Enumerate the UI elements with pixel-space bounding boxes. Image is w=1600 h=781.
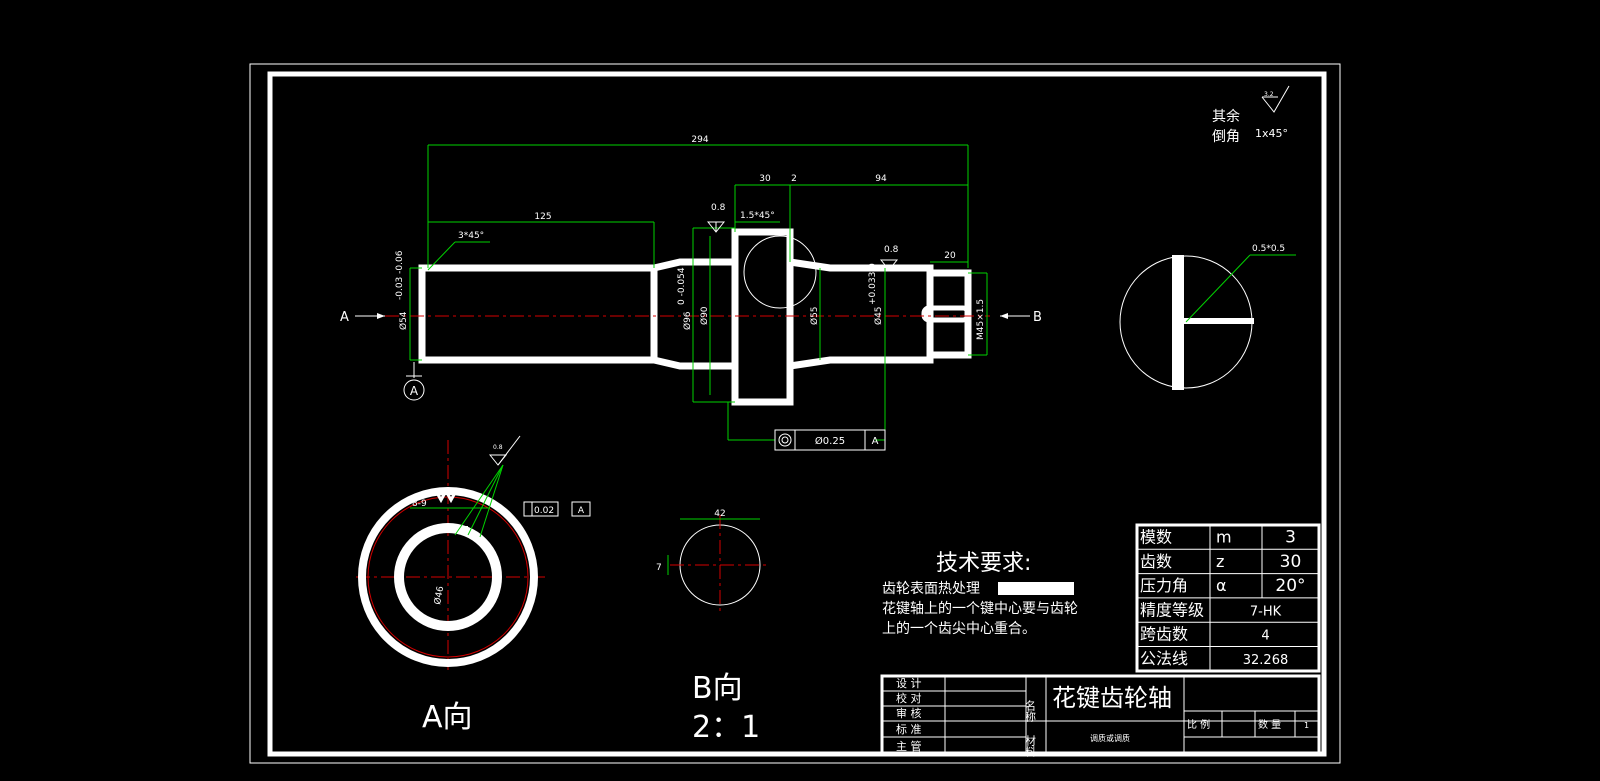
- tol-b-datum: A: [578, 506, 585, 516]
- gear-param-table: 模数 m 3 齿数 z 30 压力角 α 20° 精度等级 7-HK 跨齿数 4 公法线 32.268: [1135, 523, 1321, 673]
- view-b-title: B向: [692, 671, 743, 706]
- material-label: 材料: [1024, 734, 1037, 758]
- param-name: 跨齿数: [1140, 625, 1188, 644]
- dim-d96-tol: 0 -0.054: [677, 267, 687, 305]
- dim-gap: 2: [791, 174, 797, 184]
- roughness-2: 0.8: [884, 245, 899, 255]
- roughness-note: 其余 3.2 倒角 1x45°: [1212, 85, 1290, 145]
- view-b-scale: 2：1: [692, 710, 760, 745]
- param-symbol: α: [1216, 576, 1227, 595]
- shaft-main-view: [360, 228, 990, 406]
- param-value: 3: [1285, 527, 1296, 547]
- role-standard: 标 准: [896, 722, 922, 736]
- material-value: 调质或调质: [1090, 733, 1130, 743]
- tech-requirements: 技术要求: 齿轮表面热处理 花键轴上的一个键中心要与齿轮 上的一个齿尖中心重合。: [882, 551, 1078, 637]
- qty-label: 数 量: [1258, 718, 1281, 731]
- tech-req-line3: 上的一个齿尖中心重合。: [882, 621, 1036, 637]
- name-label: 名称: [1024, 699, 1037, 723]
- param-name: 齿数: [1140, 552, 1172, 571]
- view-b-circle: 42 7: [656, 509, 770, 615]
- tech-req-redacted: [998, 582, 1074, 595]
- concentricity-frame: Ø0.25 A: [774, 429, 886, 451]
- dim-d45-tol: +0.033 0: [868, 263, 878, 305]
- dim-right-length: 94: [875, 174, 887, 184]
- dim-d96: Ø96: [682, 311, 693, 330]
- tech-req-line1: 齿轮表面热处理: [882, 581, 980, 597]
- main-dimensions: 294 125 30 2 94 20 3*45° 1.5*45° Ø54 -0.…: [395, 135, 988, 441]
- concentricity-datum: A: [872, 436, 879, 447]
- detail-chamfer-label: 0.5*0.5: [1252, 244, 1285, 254]
- view-arrows: A B: [340, 310, 1042, 325]
- detail-circle-view: 0.5*0.5: [1119, 244, 1296, 390]
- dim-d54: Ø54: [398, 311, 409, 330]
- role-design: 设 计: [896, 677, 922, 690]
- qty-value: 1: [1304, 721, 1309, 730]
- dim-d45: Ø45: [873, 306, 884, 325]
- dim-d90: Ø90: [699, 306, 710, 325]
- param-value: 32.268: [1243, 653, 1289, 668]
- roughness-note-line1: 其余: [1212, 108, 1240, 125]
- view-b-arrow-label: B: [1033, 310, 1042, 325]
- param-name: 公法线: [1140, 649, 1188, 668]
- roughness-3: 0.8: [493, 444, 503, 451]
- inner-sheet-border: [267, 71, 1327, 757]
- dim-chamfer-gear: 1.5*45°: [740, 211, 775, 221]
- param-value: 7-HK: [1250, 604, 1282, 619]
- dim-thread: M45×1.5: [976, 299, 986, 340]
- dim-shaft-length: 125: [534, 212, 551, 222]
- role-manager: 主 管: [896, 739, 922, 753]
- role-review: 审 核: [896, 706, 922, 720]
- view-b-height-label: 7: [656, 563, 662, 573]
- param-value: 30: [1280, 552, 1302, 572]
- roughness-note-line2: 倒角: [1212, 129, 1240, 145]
- part-name: 花键齿轮轴: [1052, 684, 1172, 712]
- param-value: 20°: [1275, 576, 1305, 596]
- roughness-1: 0.8: [711, 203, 726, 213]
- dim-chamfer-left: 3*45°: [458, 231, 484, 241]
- roughness-note-chamfer: 1x45°: [1255, 127, 1288, 140]
- outer-sheet-border: [249, 63, 1341, 764]
- view-a-gear: 0.8 8-9 Ø46 0.02 A: [356, 435, 591, 670]
- param-symbol: m: [1216, 527, 1232, 546]
- dim-d54-tol: -0.03 -0.06: [395, 250, 405, 300]
- view-b-width-label: 42: [714, 509, 725, 519]
- view-a-title: A向: [422, 700, 473, 735]
- tech-req-title: 技术要求:: [936, 551, 1031, 576]
- spline-dim-label: 8-9: [412, 499, 427, 509]
- dim-gear-width: 30: [759, 174, 771, 184]
- datum-a-marker: A: [403, 362, 425, 401]
- view-a-arrow-label: A: [340, 310, 349, 325]
- concentricity-value: Ø0.25: [815, 435, 845, 447]
- title-block: 设 计 校 对 审 核 标 准 主 管 名称 花键齿轮轴 材料 调质或调质 比 …: [880, 674, 1321, 758]
- datum-a-label: A: [410, 384, 419, 398]
- scale-label: 比 例: [1187, 718, 1210, 731]
- spline-dia-label: Ø46: [432, 585, 446, 605]
- role-check: 校 对: [896, 691, 922, 705]
- param-value: 4: [1261, 629, 1269, 644]
- param-name: 精度等级: [1140, 600, 1204, 619]
- roughness-symbols: 0.8 0.8: [706, 203, 899, 271]
- dim-overall-length: 294: [691, 135, 708, 145]
- param-name: 压力角: [1140, 576, 1188, 595]
- dim-d55: Ø55: [809, 306, 820, 325]
- param-symbol: z: [1216, 552, 1224, 571]
- param-name: 模数: [1140, 527, 1172, 546]
- roughness-note-value: 3.2: [1264, 91, 1274, 98]
- dim-slot-length: 20: [944, 251, 956, 261]
- tol-b-value: 0.02: [534, 506, 554, 516]
- tech-req-line2: 花键轴上的一个键中心要与齿轮: [882, 601, 1078, 617]
